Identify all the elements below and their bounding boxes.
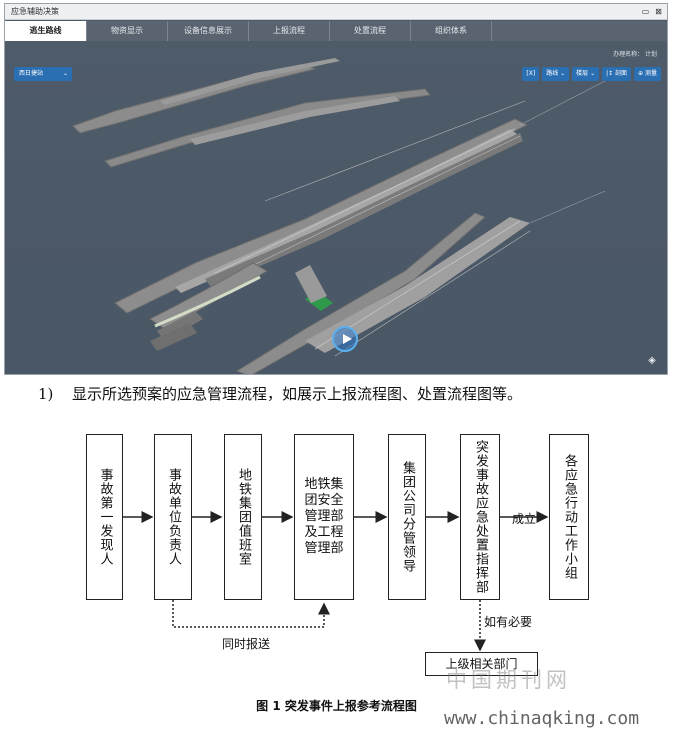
caption-text: 显示所选预案的应急管理流程，如展示上报流程图、处置流程图等。	[72, 385, 523, 403]
scheme-name-label: 办理名称： 计划	[613, 51, 657, 58]
node-first-discoverer: 事故第一发现人	[86, 434, 123, 600]
title-bar: 应急辅助决策 ▭ ⊠	[5, 4, 667, 20]
node-superior-dept: 上级相关部门	[425, 652, 538, 676]
node-action-groups: 各应急行动工作小组	[549, 434, 589, 600]
watermark-cn: 中国期刊网	[446, 668, 571, 692]
tab-supplies[interactable]: 物资显示	[87, 21, 168, 41]
node-command-center: 突发事故应急处置指挥部	[460, 434, 500, 600]
flowchart-connectors	[123, 511, 549, 652]
play-icon[interactable]	[332, 326, 358, 352]
tab-report-flow[interactable]: 上报流程	[249, 21, 330, 41]
app-window: 应急辅助决策 ▭ ⊠ 逃生路线 物资显示 设备信息展示 上报流程 处置流程 组织…	[4, 3, 668, 375]
chevron-down-icon: ⌄	[62, 70, 68, 77]
viewport-toolbar: [X] 路线 ⌄ 楼层 ⌄ |↕ 剖面 ⊕ 测量	[522, 67, 661, 81]
tab-org-structure[interactable]: 组织体系	[411, 21, 492, 41]
node-group-leader: 集团公司分管领导	[388, 434, 426, 600]
node-label: 突发事故应急处置指挥部	[473, 440, 488, 594]
report-flowchart: 事故第一发现人 事故单位负责人 地铁集团值班室 地铁集团安全管理部及工程管理部 …	[0, 418, 673, 733]
layers-icon[interactable]: ◈	[648, 355, 656, 366]
minimize-icon[interactable]: ▭	[641, 7, 650, 16]
node-label: 集团公司分管领导	[400, 461, 415, 573]
node-label: 上级相关部门	[445, 657, 518, 671]
node-label: 各应急行动工作小组	[562, 454, 577, 580]
node-duty-room: 地铁集团值班室	[224, 434, 262, 600]
3d-viewport[interactable]: 办理名称： 计划 西日捷站 ⌄ [X] 路线 ⌄ 楼层 ⌄ |↕ 剖面 ⊕ 测量…	[5, 41, 667, 375]
window-title: 应急辅助决策	[11, 7, 59, 16]
watermark-url: www.chinaqking.com	[444, 708, 640, 729]
node-label: 地铁集团安全管理部及工程管理部	[304, 477, 344, 556]
node-label: 事故第一发现人	[97, 468, 113, 566]
measure-button[interactable]: ⊕ 测量	[634, 67, 661, 81]
station-3d-model[interactable]	[5, 41, 667, 375]
floor-dropdown-button[interactable]: 楼层 ⌄	[572, 67, 600, 81]
edge-label-establish: 成立	[512, 512, 537, 526]
tab-bar: 逃生路线 物资显示 设备信息展示 上报流程 处置流程 组织体系	[5, 21, 667, 41]
reset-view-button[interactable]: [X]	[522, 67, 540, 81]
figure-caption: 图 1 突发事件上报参考流程图	[256, 699, 417, 713]
caption-number: 1)	[38, 385, 54, 403]
tab-disposal-flow[interactable]: 处置流程	[330, 21, 411, 41]
station-select[interactable]: 西日捷站 ⌄	[14, 67, 72, 81]
route-dropdown-button[interactable]: 路线 ⌄	[542, 67, 570, 81]
close-icon[interactable]: ⊠	[655, 7, 662, 16]
node-label: 事故单位负责人	[166, 468, 181, 566]
node-safety-dept: 地铁集团安全管理部及工程管理部	[294, 434, 354, 600]
description-caption: 1) 显示所选预案的应急管理流程，如展示上报流程图、处置流程图等。	[38, 383, 522, 404]
section-view-button[interactable]: |↕ 剖面	[602, 67, 632, 81]
station-select-value: 西日捷站	[19, 70, 44, 77]
node-unit-leader: 事故单位负责人	[154, 434, 192, 600]
tab-escape-route[interactable]: 逃生路线	[5, 21, 87, 41]
edge-label-if-needed: 如有必要	[484, 615, 533, 629]
arrow-simultaneous	[172, 600, 330, 628]
edge-label-simultaneous: 同时报送	[222, 637, 271, 651]
tab-device-info[interactable]: 设备信息展示	[168, 21, 249, 41]
node-label: 地铁集团值班室	[236, 468, 251, 566]
